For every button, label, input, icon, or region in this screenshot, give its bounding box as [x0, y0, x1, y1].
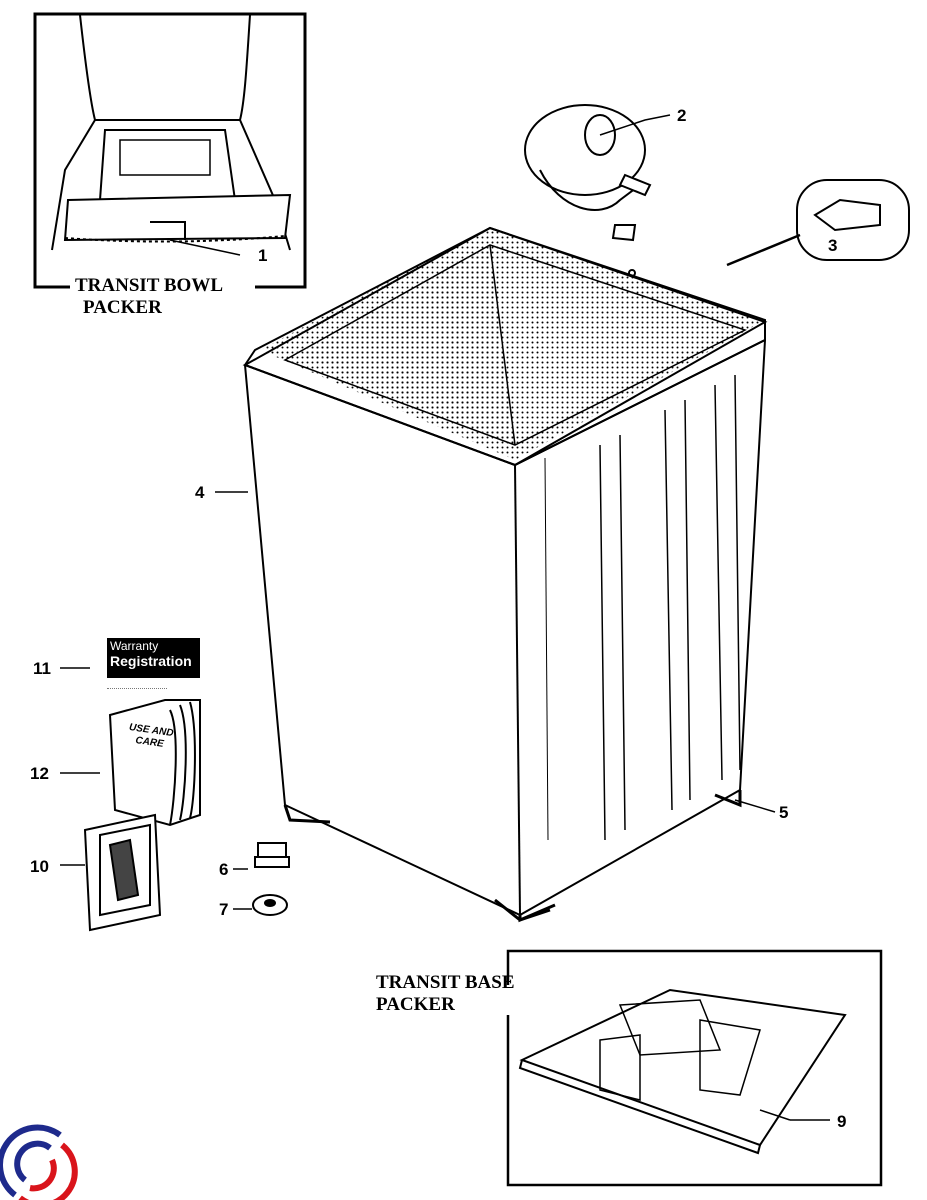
warranty-card-line1: Warranty [110, 639, 159, 653]
callout-leaders [60, 491, 830, 1121]
callout-11: 11 [33, 659, 51, 678]
part-3-drawing [726, 179, 910, 267]
cabinet-drawing [242, 226, 768, 923]
part-6-drawing [254, 842, 290, 868]
part-7-drawing [252, 894, 288, 916]
callout-5: 5 [779, 803, 789, 822]
transit-base-packer-inset [506, 949, 883, 1187]
callout-4: 4 [195, 483, 205, 502]
title-line: TRANSIT BOWL [75, 275, 224, 296]
use-and-care-manual-drawing [108, 699, 201, 827]
warranty-registration-card: Warranty Registration [107, 638, 200, 694]
installation-pack-drawing [83, 813, 162, 932]
callout-10: 10 [30, 857, 49, 876]
title-line: PACKER [376, 994, 455, 1015]
callout-6: 6 [219, 860, 229, 879]
callout-2: 2 [677, 106, 687, 125]
part-2-drawing [524, 104, 671, 242]
warranty-card-line2: Registration [110, 653, 192, 669]
callout-7: 7 [219, 900, 229, 919]
transit-bowl-packer-inset [33, 12, 307, 289]
title-line: PACKER [83, 297, 162, 318]
brand-logo [0, 1124, 78, 1200]
title-line: TRANSIT BASE [376, 972, 515, 993]
callout-9: 9 [837, 1112, 847, 1131]
callout-1: 1 [258, 246, 268, 265]
callout-3: 3 [828, 236, 838, 255]
callout-12: 12 [30, 764, 49, 783]
